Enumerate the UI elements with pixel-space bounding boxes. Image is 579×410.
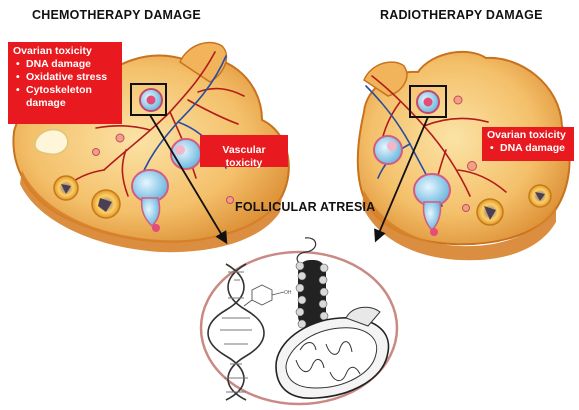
atresia-title: FOLLICULAR ATRESIA bbox=[235, 200, 375, 214]
svg-text:OH: OH bbox=[284, 290, 292, 296]
chemo-toxicity-list: DNA damage Oxidative stress Cytoskeleton… bbox=[13, 58, 117, 110]
radio-follicle-left bbox=[374, 136, 402, 164]
radio-atretic-follicle-1 bbox=[477, 199, 503, 225]
chemo-follicle-primordial-top bbox=[140, 89, 162, 111]
chemo-follicle-right bbox=[171, 139, 201, 169]
chemo-atretic-follicle-2 bbox=[92, 190, 120, 218]
atresia-detail: OH bbox=[201, 238, 397, 404]
chemo-atretic-follicle-1 bbox=[54, 176, 78, 200]
chemo-title: CHEMOTHERAPY DAMAGE bbox=[32, 8, 201, 22]
chemo-toxicity-item: DNA damage bbox=[26, 58, 117, 71]
radio-toxicity-heading: Ovarian toxicity bbox=[487, 129, 569, 142]
chemo-toxicity-heading: Ovarian toxicity bbox=[13, 45, 117, 58]
chemo-toxicity-box: Ovarian toxicity DNA damage Oxidative st… bbox=[8, 42, 122, 124]
radio-toxicity-list: DNA damage bbox=[487, 142, 569, 155]
radio-toxicity-box: Ovarian toxicity DNA damage bbox=[482, 127, 574, 161]
radio-follicle-primordial-top bbox=[417, 91, 439, 113]
chemo-toxicity-item: Cytoskeleton damage bbox=[26, 84, 106, 110]
vascular-toxicity-box: Vascular toxicity bbox=[200, 135, 288, 167]
radio-toxicity-item: DNA damage bbox=[500, 142, 569, 155]
chemo-toxicity-item: Oxidative stress bbox=[26, 71, 117, 84]
radio-title: RADIOTHERAPY DAMAGE bbox=[380, 8, 543, 22]
radio-atretic-follicle-2 bbox=[529, 185, 551, 207]
